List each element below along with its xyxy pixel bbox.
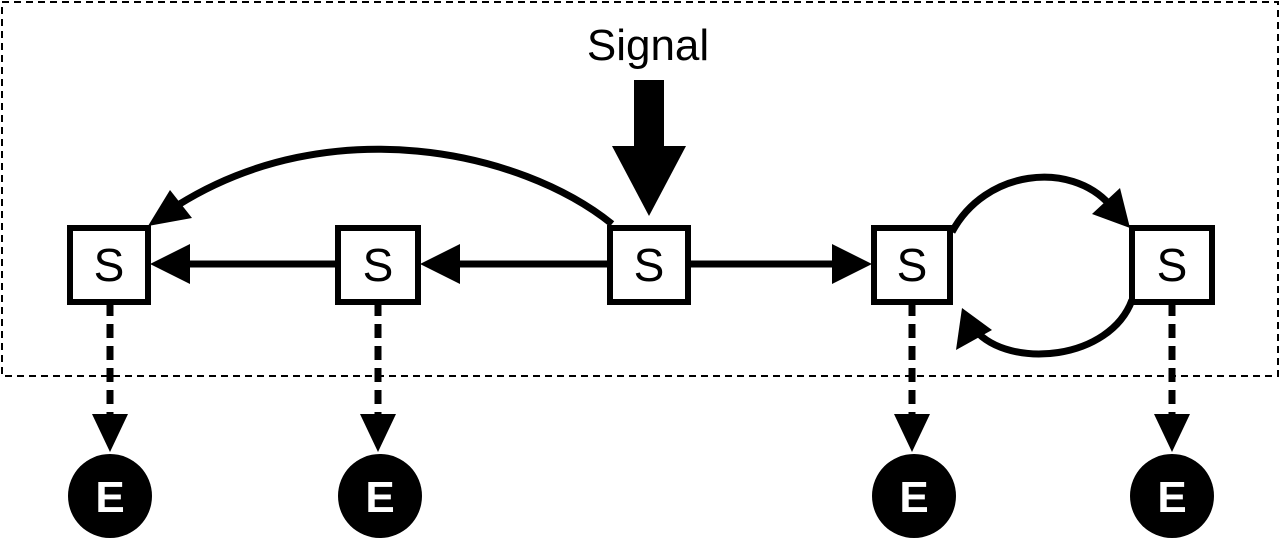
loop-s5-to-s4 — [956, 298, 1136, 358]
node-s1-label: S — [94, 239, 125, 291]
dashed-arrow-s1-to-e1 — [92, 302, 128, 452]
node-s3: S — [607, 225, 691, 305]
node-s1: S — [67, 225, 151, 305]
signal-label: Signal — [587, 21, 709, 70]
node-s5-label: S — [1157, 239, 1188, 291]
effector-e1-label: E — [95, 473, 124, 522]
arrow-s3-to-s4 — [690, 244, 872, 284]
dashed-arrow-s2-to-e2 — [360, 302, 396, 452]
system-boundary — [1, 1, 1279, 377]
signal-arrow — [612, 80, 686, 216]
arc-s3-to-s1 — [148, 145, 615, 227]
effector-e4: E — [1130, 454, 1214, 538]
dashed-arrow-s5-to-e4 — [1154, 302, 1190, 452]
effector-e2-label: E — [365, 473, 394, 522]
effector-e3: E — [872, 454, 956, 538]
effector-e1: E — [68, 454, 152, 538]
dashed-arrow-s4-to-e3 — [894, 302, 930, 452]
arrow-s2-to-s1 — [150, 244, 336, 284]
effector-e2: E — [338, 454, 422, 538]
effector-e3-label: E — [899, 473, 928, 522]
node-s4-label: S — [897, 239, 928, 291]
node-s4: S — [871, 225, 953, 305]
effector-e4-label: E — [1157, 473, 1186, 522]
loop-s4-to-s5 — [948, 173, 1130, 234]
node-s5: S — [1129, 225, 1215, 305]
arrow-s3-to-s2 — [420, 244, 608, 284]
node-s2-label: S — [363, 239, 394, 291]
node-s2: S — [335, 225, 421, 305]
node-s3-label: S — [634, 239, 665, 291]
